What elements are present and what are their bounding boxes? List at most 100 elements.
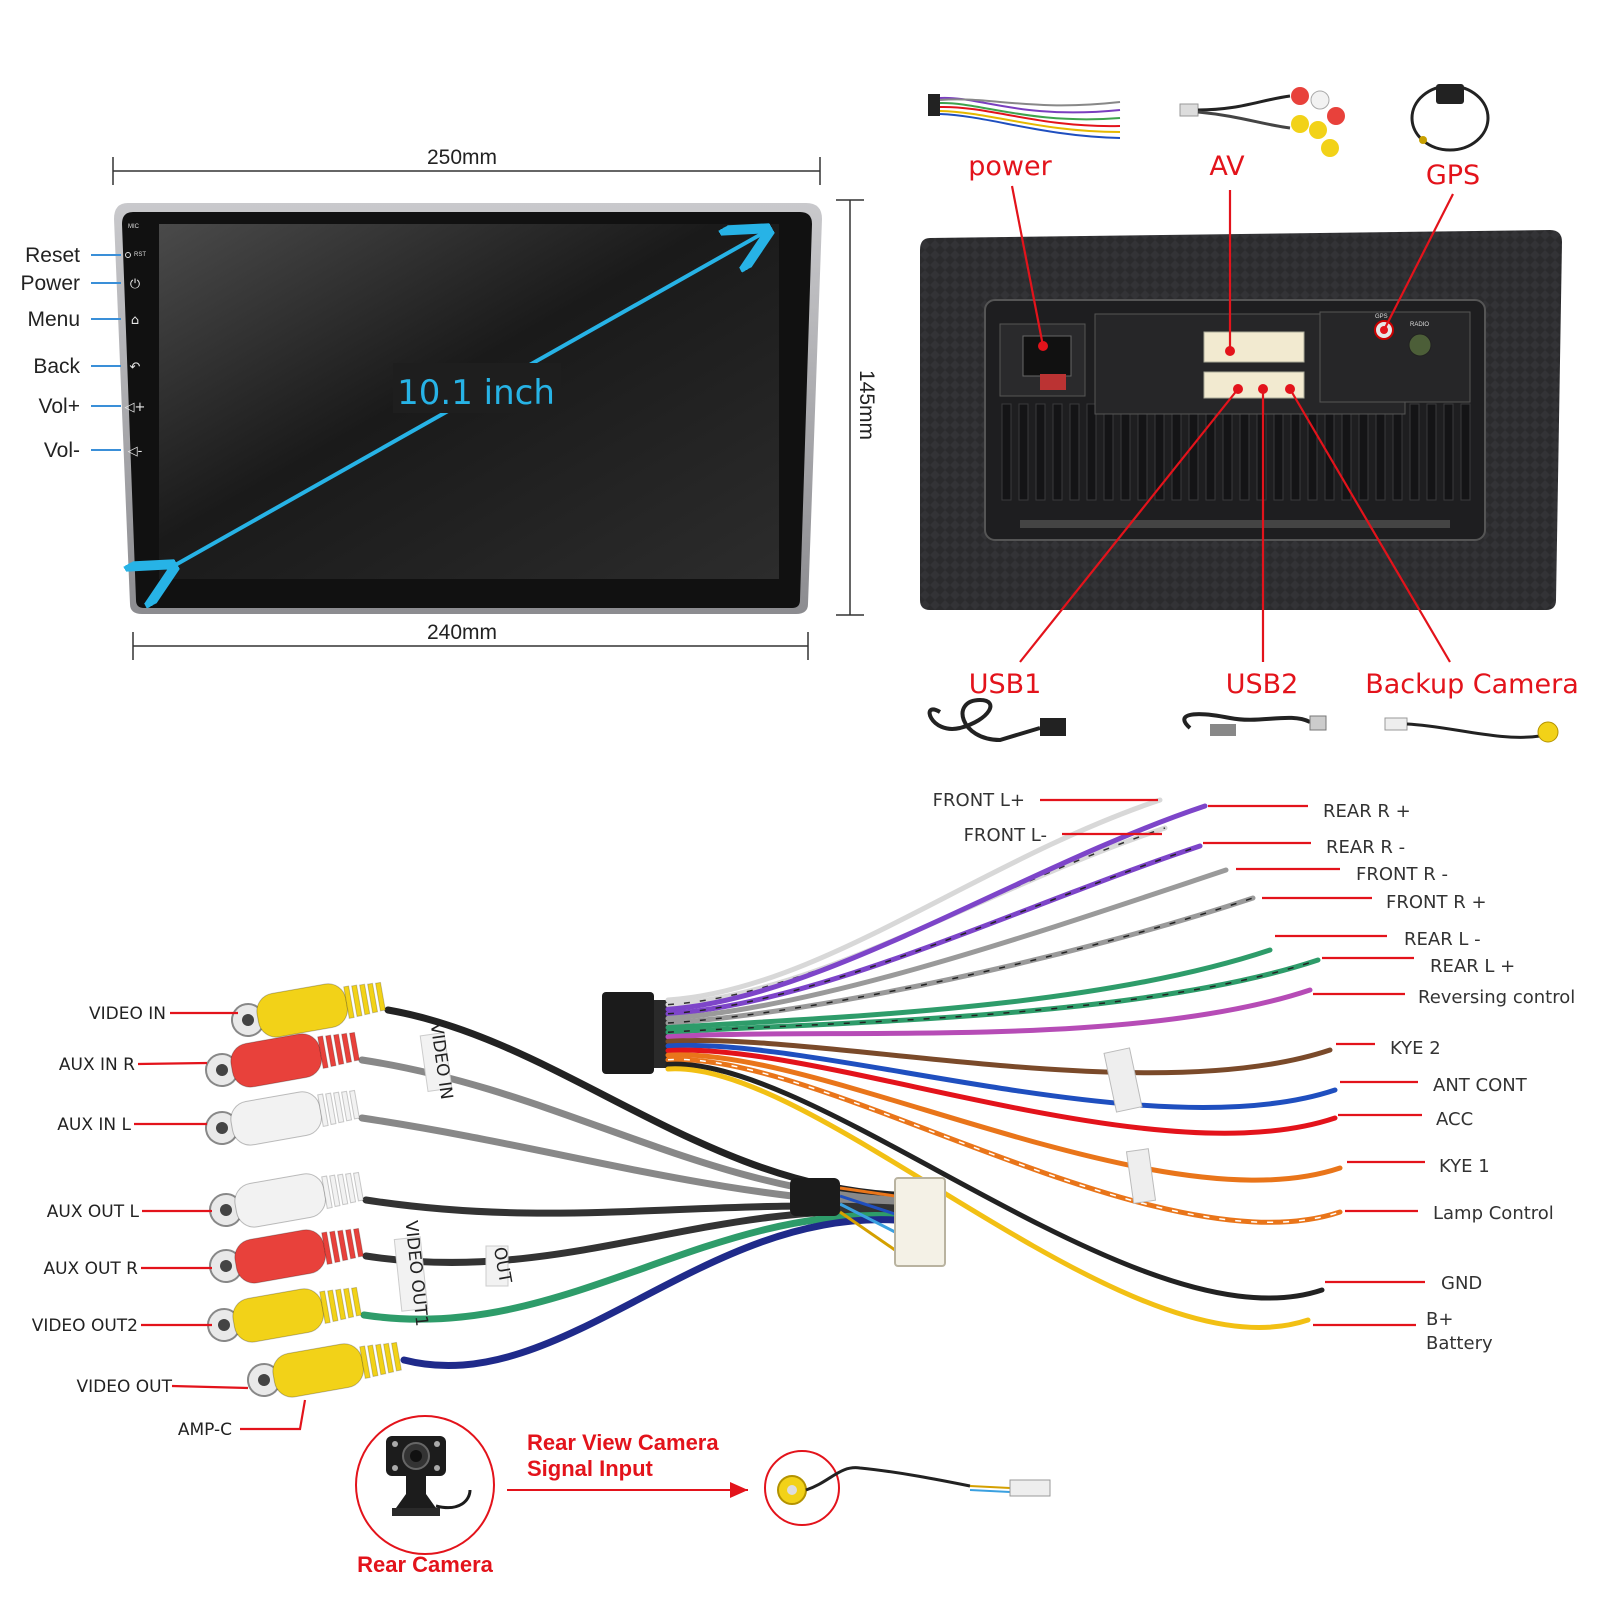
label-front-r: FRONT R - [1356,864,1448,885]
rca-plug-video-in [231,981,386,1038]
av-label-video-out2: VIDEO OUT2 [32,1316,138,1336]
pointer-gps [1383,193,1454,331]
av-wire-video-out2 [360,1211,899,1323]
side-label-power: Power [20,272,80,295]
wire-kye-1 [665,1052,1343,1183]
pointer-usb1 [1019,388,1239,663]
label-ant-cont: ANT CONT [1433,1075,1528,1096]
label-acc: ACC [1436,1109,1473,1130]
side-label-menu: Menu [27,308,80,331]
wire-front-r [665,867,1229,1021]
rca-plug-video-out2 [207,1286,362,1343]
power-connector-latch [1040,374,1066,390]
av-sleeve [790,1178,840,1216]
mic-label: MIC [128,224,140,230]
wire-rear-r [665,803,1208,1012]
camera-title-line2: Signal Input [527,1456,654,1481]
av-connector [1203,331,1305,363]
port-title-usb1: USB1 [969,669,1042,700]
radio-port-label: RADIO [1410,322,1429,328]
label-kye-2: KYE 2 [1390,1038,1441,1059]
rca-plugs [205,981,402,1398]
rca-plug-aux-out-l [209,1171,364,1228]
power-connector [1022,335,1072,377]
pointer-power [1010,185,1045,347]
pointer-backup-camera [1289,388,1451,663]
rear-camera-section: Rear Camera Rear View Camera Signal Inpu… [355,1415,1051,1577]
label-kye-1: KYE 1 [1439,1156,1490,1177]
volume-down-icon[interactable]: ◁- [128,444,143,459]
side-label-reset: Reset [25,244,80,267]
height-label: 145mm [855,370,878,440]
av-leader-video-out [171,1384,249,1390]
wire-front-l [665,797,1163,1003]
label-front-l: FRONT L- [964,825,1047,846]
power-wire-labels: FRONT L+FRONT L-REAR R +REAR R -FRONT R … [933,790,1576,1354]
camera-title-line1: Rear View Camera [527,1430,719,1455]
wire-b [665,1066,1311,1330]
av-wire-video-out [400,1216,899,1369]
gps-antenna-thumbnail [1410,84,1490,152]
label-rear-r: REAR R - [1326,837,1405,858]
wire-kye-2 [665,1038,1333,1076]
label-rear-r: REAR R + [1323,801,1411,822]
screen-size-label-bg [393,363,561,413]
side-label-back: Back [33,355,80,378]
backup-camera-cable-thumbnail [1384,717,1559,743]
av-label-video-in: VIDEO IN [89,1004,166,1024]
av-leader-amp-c [240,1399,307,1431]
wire-ant-cont [665,1042,1338,1110]
wire-rear-l [665,957,1321,1035]
port-title-power: power [968,151,1052,182]
wire-reversing-control [665,987,1313,1040]
usb1-cable-thumbnail [927,697,1066,743]
av-label-amp-c: AMP-C [178,1420,232,1440]
av-label-aux-out-l: AUX OUT L [47,1202,140,1222]
camera-caption: Rear Camera [357,1552,494,1577]
label-front-r: FRONT R + [1386,892,1487,913]
wire-front-r [665,895,1256,1026]
rca-plug-video-out [247,1341,402,1398]
label-gnd: GND [1441,1273,1482,1294]
volume-up-icon[interactable]: ◁+ [125,400,146,415]
av-leader-aux-in-r [137,1061,208,1066]
wire-gnd [665,1061,1325,1301]
label-rear-l: REAR L - [1404,929,1481,950]
gps-port-label: GPS [1375,314,1388,320]
iso-connector [602,992,654,1074]
port-title-av: AV [1209,151,1245,182]
label-reversing-control: Reversing control [1418,987,1575,1008]
av-label-video-out: VIDEO OUT [77,1377,173,1397]
wire-acc [665,1047,1338,1136]
av-label-aux-in-l: AUX IN L [57,1115,131,1135]
label-rear-l: REAR L + [1430,956,1515,977]
label-b: B+ [1426,1309,1453,1330]
front-view: 250mm 145mm 240mm MIC RST 10.1 inch Rese… [20,146,878,660]
rca-plug-aux-in-r [205,1031,360,1088]
back-icon[interactable]: ↶ [130,360,141,375]
width-bottom-label: 240mm [427,621,497,644]
rca-plug-aux-in-l [205,1089,360,1146]
side-label-vol: Vol- [44,439,80,462]
rst-label: RST [134,252,146,258]
wire-rear-l [665,947,1273,1031]
side-label-vol: Vol+ [39,395,80,418]
rear-view: power AV GPS RADIO GPS [920,84,1579,743]
av-label-aux-out-r: AUX OUT R [43,1259,138,1279]
power-icon[interactable]: ⏻ [130,277,140,292]
port-title-usb2: USB2 [1226,669,1299,700]
av-cable-thumbnail [1179,87,1345,157]
power-cable-thumbnail [928,94,1121,139]
port-title-gps: GPS [1426,160,1480,191]
home-icon[interactable]: ⌂ [131,313,139,328]
camera-input-cable [777,1466,1051,1505]
heat-sink-fins [1001,403,1471,501]
camera-icon [386,1436,472,1516]
port-title-backup-camera: Backup Camera [1365,669,1579,700]
radio-port [1408,333,1432,357]
reset-dot-icon[interactable] [125,252,131,258]
